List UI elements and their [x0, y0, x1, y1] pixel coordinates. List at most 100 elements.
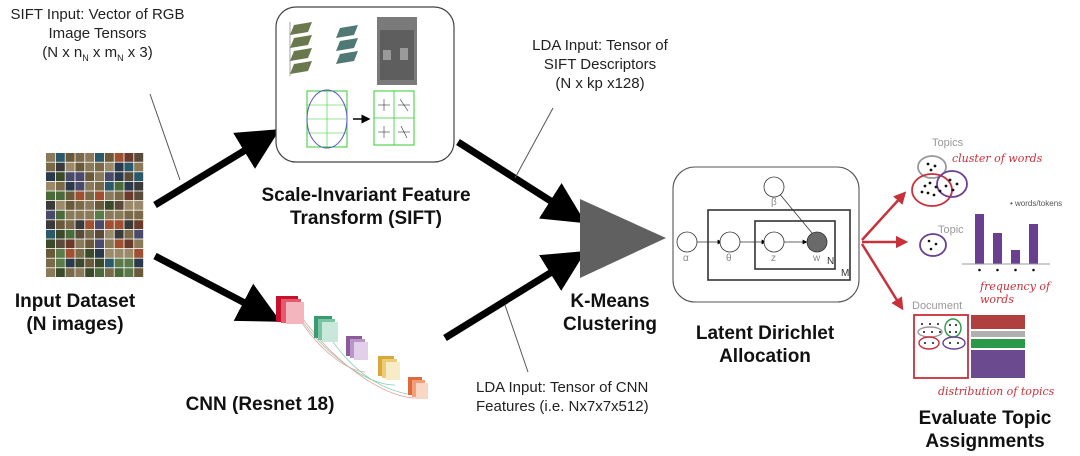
sift-input-mid: x m — [88, 44, 118, 61]
dataset-thumbnail — [104, 153, 114, 162]
dataset-thumbnail — [104, 191, 114, 201]
frequency-caption: frequency of words — [980, 280, 1051, 306]
dataset-thumbnail — [134, 229, 144, 239]
dataset-thumbnail — [104, 258, 114, 268]
dataset-thumbnail — [85, 249, 95, 258]
dataset-thumbnail — [85, 191, 95, 201]
sift-input-annotation: SIFT Input: Vector of RGB Image Tensors … — [0, 5, 195, 68]
word-token-dot — [996, 268, 999, 272]
frequency-bar — [1011, 250, 1020, 264]
dataset-thumbnail — [75, 172, 85, 181]
dataset-thumbnail — [134, 162, 144, 172]
lda-plate-m — [707, 209, 851, 281]
dataset-thumbnail — [75, 239, 85, 249]
dataset-thumbnail — [55, 210, 65, 220]
dataset-thumbnail — [46, 181, 55, 191]
dataset-thumbnail — [124, 181, 134, 191]
dataset-thumbnail — [134, 258, 144, 268]
lda-sift-input-annotation: LDA Input: Tensor of SIFT Descriptors (N… — [495, 36, 705, 93]
arrow-input-to-sift — [153, 129, 280, 208]
dataset-thumbnail — [114, 201, 124, 210]
dataset-thumbnail — [65, 249, 75, 258]
dataset-thumbnail — [65, 153, 75, 162]
dataset-thumbnail — [124, 239, 134, 249]
topic-label: Topic — [938, 224, 964, 236]
dataset-thumbnail — [85, 181, 95, 191]
dataset-thumbnail — [95, 249, 104, 258]
evaluate-line1: Evaluate Topic — [918, 408, 1052, 429]
lda-label-w: w — [813, 253, 821, 264]
image-dataset-mosaic — [46, 153, 144, 277]
dataset-thumbnail — [95, 210, 104, 220]
kmeans-line1: K-Means — [570, 291, 650, 312]
dataset-thumbnail — [55, 239, 65, 249]
word-dot — [928, 181, 932, 185]
dataset-thumbnail — [104, 249, 114, 258]
lda-cnn-line2: Features (i.e. Nx7x7x512) — [476, 398, 649, 415]
dataset-thumbnail — [55, 191, 65, 201]
dataset-thumbnail — [55, 162, 65, 172]
dataset-thumbnail — [65, 268, 75, 277]
dataset-thumbnail — [55, 220, 65, 229]
dataset-thumbnail — [46, 162, 55, 172]
topic-cluster-icon — [919, 233, 947, 257]
sift-input-line1: SIFT Input: Vector of RGB — [10, 6, 185, 23]
frequency-bar — [975, 214, 984, 264]
dataset-thumbnail — [124, 258, 134, 268]
dataset-thumbnail — [134, 153, 144, 162]
kmeans-line2: Clustering — [563, 314, 657, 335]
dataset-thumbnail — [55, 201, 65, 210]
dataset-thumbnail — [134, 172, 144, 181]
word-dot — [929, 168, 933, 172]
word-dot — [932, 193, 936, 197]
lda-label-plate-n: N — [827, 256, 835, 267]
sift-input-line3: (N x nN x mN x 3) — [0, 43, 195, 68]
evaluate-line2: Assignments — [925, 431, 1045, 452]
word-dot — [938, 189, 942, 193]
dataset-thumbnail — [114, 229, 124, 239]
lda-cnn-line1: LDA Input: Tensor of CNN — [476, 379, 649, 396]
word-dot — [944, 184, 948, 188]
dataset-thumbnail — [134, 191, 144, 201]
document-box — [913, 314, 969, 379]
dataset-thumbnail — [114, 191, 124, 201]
dataset-thumbnail — [104, 162, 114, 172]
dataset-thumbnail — [134, 239, 144, 249]
dataset-thumbnail — [65, 201, 75, 210]
dataset-thumbnail — [46, 268, 55, 277]
lda-node-w — [806, 231, 828, 253]
dataset-thumbnail — [114, 258, 124, 268]
dataset-thumbnail — [65, 191, 75, 201]
lda-plate-n — [754, 220, 836, 270]
dataset-thumbnail — [104, 172, 114, 181]
word-dot — [926, 162, 930, 166]
dataset-thumbnail — [85, 229, 95, 239]
input-dataset-title: Input Dataset (N images) — [0, 290, 150, 336]
dataset-thumbnail — [75, 229, 85, 239]
distribution-caption: distribution of topics — [938, 385, 1055, 398]
word-token-dot — [1032, 268, 1035, 272]
dataset-thumbnail — [95, 172, 104, 181]
word-dot — [948, 178, 952, 182]
cnn-title: CNN (Resnet 18) — [185, 394, 335, 415]
dataset-thumbnail — [124, 162, 134, 172]
dataset-thumbnail — [114, 249, 124, 258]
dataset-thumbnail — [55, 258, 65, 268]
sift-input-sub2: N — [117, 53, 124, 63]
dataset-thumbnail — [104, 239, 114, 249]
lda-line1: Latent Dirichlet — [695, 323, 835, 344]
dataset-thumbnail — [75, 220, 85, 229]
arrow-cnn-to-kmeans — [443, 250, 586, 341]
dataset-thumbnail — [124, 153, 134, 162]
dataset-thumbnail — [46, 220, 55, 229]
dataset-thumbnail — [65, 220, 75, 229]
kmeans-title: K-Means Clustering — [545, 290, 675, 336]
dataset-thumbnail — [75, 162, 85, 172]
frequency-bar — [1029, 224, 1038, 264]
lda-label-z: z — [771, 253, 776, 264]
word-frequency-bars — [975, 214, 1038, 272]
word-token-dot — [978, 268, 981, 272]
dataset-thumbnail — [75, 153, 85, 162]
lda-sift-line2: SIFT Descriptors — [543, 56, 657, 73]
